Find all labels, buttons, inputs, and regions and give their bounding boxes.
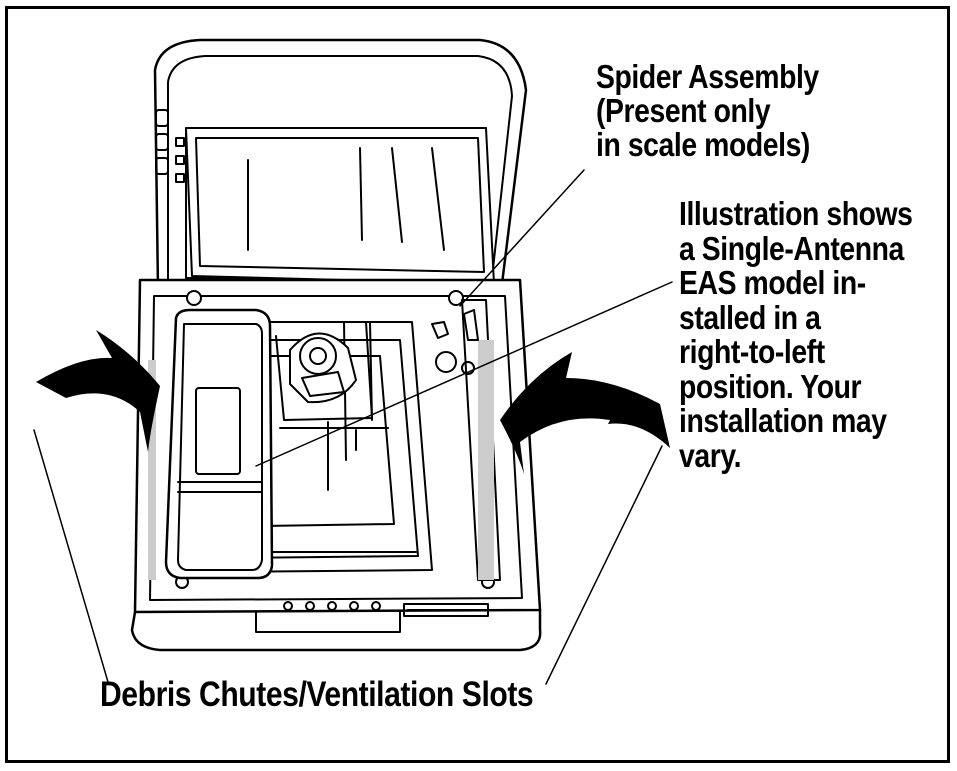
spider-label-line: (Present only (596, 92, 771, 129)
right-debris-arrow (500, 352, 670, 474)
illustration-note-label: Illustration shows a Single-Antenna EAS … (679, 195, 913, 474)
tower-housing (153, 38, 528, 302)
left-debris-leader (33, 429, 109, 683)
eas-antenna-module (164, 308, 274, 580)
spider-assembly-label: Spider Assembly (Present only in scale m… (596, 60, 819, 162)
illustration-note-line: installation may (679, 402, 887, 439)
illustration-note-line: right-to-left (679, 333, 825, 370)
spider-hub (289, 332, 357, 404)
scale-plate (199, 321, 433, 573)
illustration-note-line: vary. (679, 436, 742, 474)
antenna-window (195, 387, 241, 475)
callout-leader-lines (33, 169, 673, 685)
right-chute-hardware (431, 299, 501, 581)
illustration-note-line: a Single-Antenna (679, 229, 904, 267)
illustration-leader (255, 281, 673, 467)
spider-label-line: in scale models) (596, 126, 810, 163)
spider-label-line: Spider Assembly (596, 58, 819, 95)
debris-chutes-label: Debris Chutes/Ventilation Slots (100, 675, 534, 714)
spider-leader (459, 169, 585, 307)
left-chute-slot (148, 360, 156, 580)
illustration-note-line: position. Your (679, 367, 862, 405)
left-debris-arrow (36, 330, 160, 452)
illustration-note-line: stalled in a (679, 298, 821, 336)
illustration-note-line: Illustration shows (679, 195, 913, 232)
right-debris-leader (545, 445, 663, 685)
illustration-note-line: EAS model in- (679, 264, 866, 301)
diagram-border (5, 6, 950, 763)
